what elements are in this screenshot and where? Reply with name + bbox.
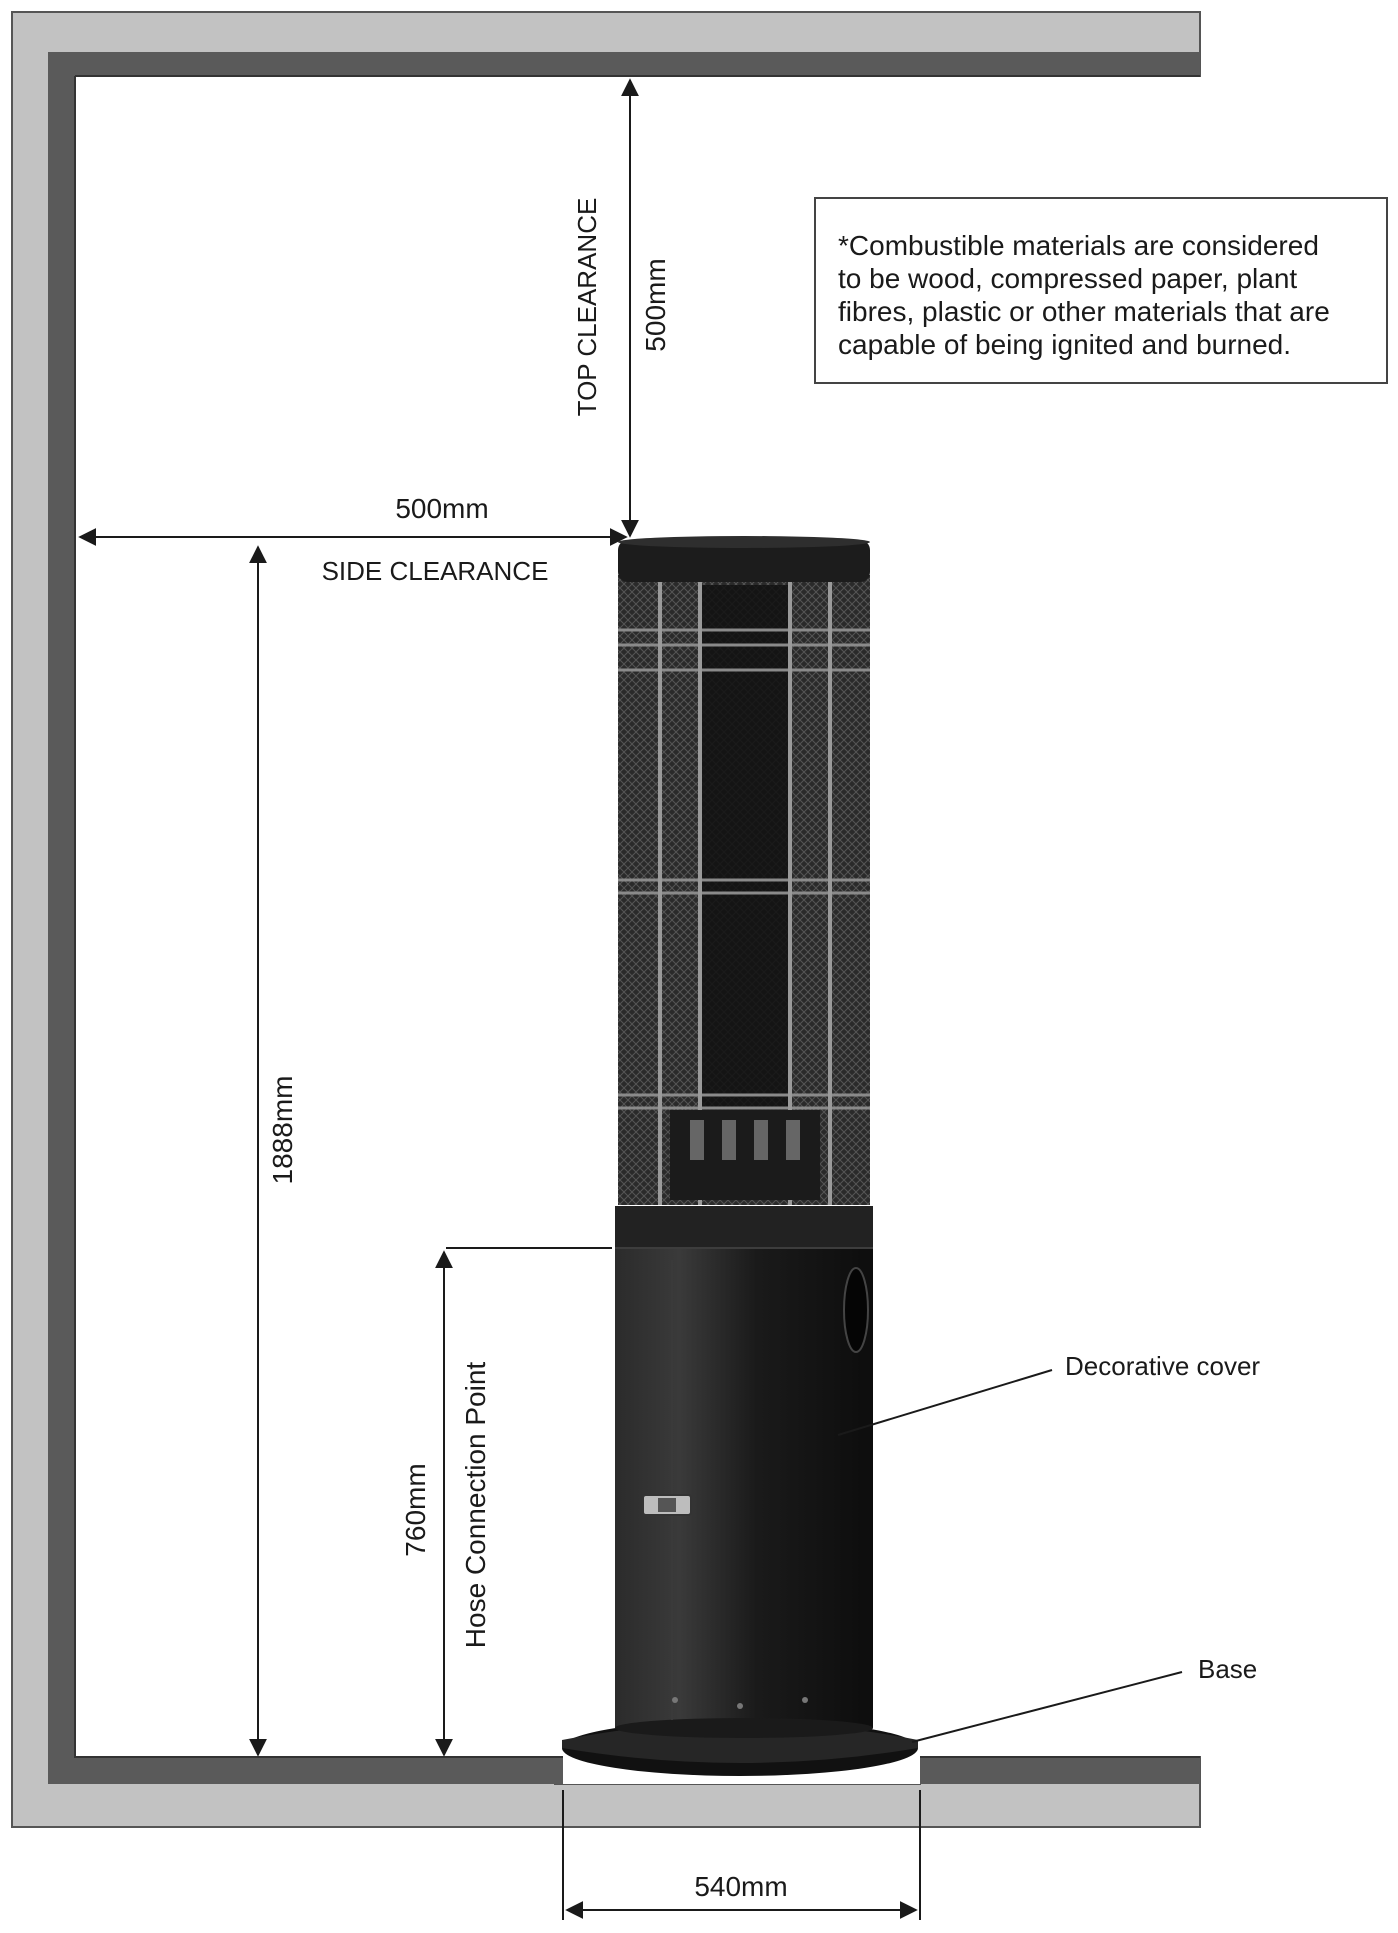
hose-value: 760mm [400, 1463, 431, 1556]
top-clearance-label: TOP CLEARANCE [572, 198, 602, 417]
decorative-cover-leader [837, 1369, 1053, 1436]
floor-right-edge [920, 1757, 1200, 1784]
heater-inner-tube [700, 585, 790, 1145]
heater-top-cap [618, 540, 870, 582]
base-label: Base [1198, 1654, 1257, 1684]
top-clearance-value: 500mm [640, 258, 671, 351]
note-line: fibres, plastic or other materials that … [838, 296, 1330, 327]
combustible-materials-note: *Combustible materials are considered to… [814, 197, 1388, 384]
base-width-value: 540mm [694, 1871, 787, 1902]
decorative-cover-label: Decorative cover [1065, 1351, 1260, 1381]
cover-side-opening [843, 1267, 869, 1353]
note-line: *Combustible materials are considered [838, 230, 1319, 261]
wall-left-edge [48, 52, 75, 1757]
base-leader [911, 1671, 1183, 1743]
patio-heater [562, 536, 918, 1776]
hose-connection-label: Hose Connection Point [460, 1362, 491, 1649]
note-line: capable of being ignited and burned. [838, 329, 1292, 360]
wall-ceiling-edge [48, 52, 1200, 76]
note-line: to be wood, compressed paper, plant [838, 263, 1298, 294]
floor-left-edge [48, 1757, 563, 1784]
decorative-cover-body [615, 1238, 873, 1728]
height-value: 1888mm [267, 1076, 298, 1185]
side-clearance-label: SIDE CLEARANCE [322, 556, 549, 586]
side-clearance-value: 500mm [395, 493, 488, 524]
